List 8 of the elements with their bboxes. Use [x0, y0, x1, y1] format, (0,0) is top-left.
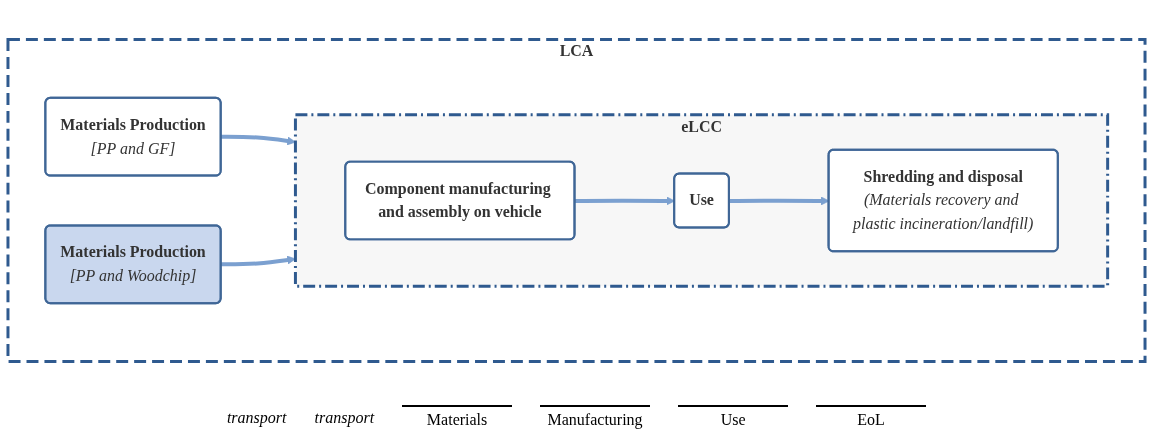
- transport-note: transport: [226, 408, 287, 429]
- transport-note: transport: [314, 408, 375, 429]
- phase-label: EoL: [816, 405, 927, 429]
- arrow: [220, 255, 296, 267]
- phase-label: Manufacturing: [540, 405, 651, 429]
- phase-label: Materials: [402, 405, 513, 429]
- arrow: [220, 134, 296, 146]
- phase-label: Use: [678, 405, 789, 429]
